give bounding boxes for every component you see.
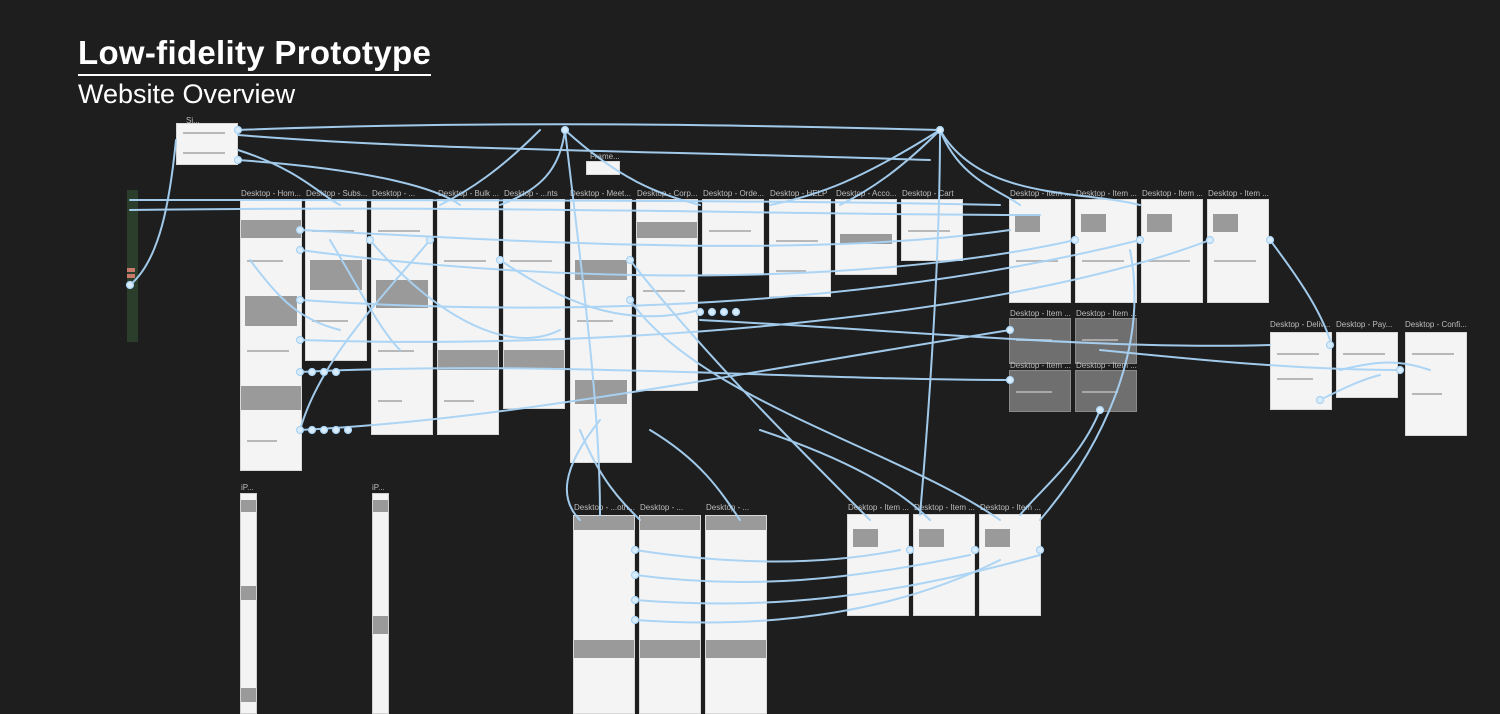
- frame-desktop-subs[interactable]: [305, 199, 367, 361]
- frame-desktop-confi[interactable]: [1405, 332, 1467, 436]
- frame-label: Desktop - Meet...: [570, 189, 631, 198]
- frame-label: Desktop - Orde...: [703, 189, 764, 198]
- frame-label: Desktop - Deliv...: [1270, 320, 1331, 329]
- frame-desktop-meet[interactable]: [570, 199, 632, 463]
- side-tag: [127, 268, 135, 272]
- frame-desktop-acco[interactable]: [835, 199, 897, 275]
- frame-small[interactable]: [586, 161, 620, 175]
- frame-label: iP...: [241, 483, 254, 492]
- frame-label: Desktop - ...: [372, 189, 416, 198]
- frame-label: Desktop - Item ...: [1208, 189, 1269, 198]
- frame-desktop-item-1[interactable]: [1009, 199, 1071, 303]
- frame-label: Desktop - Cart: [902, 189, 954, 198]
- frame-desktop-item-mid-2[interactable]: [1075, 318, 1137, 364]
- frame-desktop-pay[interactable]: [1336, 332, 1398, 398]
- frame-desktop-help[interactable]: [769, 199, 831, 297]
- frame-label: Desktop - Pay...: [1336, 320, 1393, 329]
- frame-label: Desktop - Confi...: [1405, 320, 1467, 329]
- frame-label: Desktop - Corp...: [637, 189, 698, 198]
- frame-label: Desktop - HELP: [770, 189, 828, 198]
- frame-desktop-item-mid-1[interactable]: [1009, 318, 1071, 364]
- frame-desktop-deliv[interactable]: [1270, 332, 1332, 410]
- frame-label: Desktop - Hom...: [241, 189, 302, 198]
- frame-desktop-item-mid-4[interactable]: [1075, 370, 1137, 412]
- frame-label: Desktop - Bulk ...: [438, 189, 499, 198]
- frame-label: Desktop - Item ...: [848, 503, 909, 512]
- frame-label: Desktop - Item ...: [1010, 189, 1071, 198]
- frame-desktop-item-4[interactable]: [1207, 199, 1269, 303]
- side-panel[interactable]: [127, 190, 138, 342]
- frame-label: Desktop - ...oth...: [574, 503, 635, 512]
- frame-desktop-item-b1[interactable]: [847, 514, 909, 616]
- frame-desktop-cart[interactable]: [901, 199, 963, 261]
- frame-label: iP...: [372, 483, 385, 492]
- page-subtitle: Website Overview: [78, 79, 296, 109]
- frame-desktop-both-3[interactable]: [705, 515, 767, 714]
- frame-iphone-1[interactable]: [240, 493, 257, 714]
- frame-label: Desktop - Item ...: [914, 503, 975, 512]
- frame-label: Si...: [186, 116, 200, 125]
- frame-label: Desktop - Item ...: [980, 503, 1041, 512]
- frame-desktop-bulk[interactable]: [437, 199, 499, 435]
- frame-iphone-2[interactable]: [372, 493, 389, 714]
- side-tag: [127, 274, 135, 278]
- frame-label: Desktop - Item ...: [1142, 189, 1203, 198]
- frame-label: Desktop - Acco...: [836, 189, 897, 198]
- frame-label: Desktop - Item ...: [1076, 189, 1137, 198]
- frame-desktop-item-2[interactable]: [1075, 199, 1137, 303]
- frame-desktop-ents[interactable]: [503, 199, 565, 409]
- frame-label: Desktop - ...: [706, 503, 750, 512]
- frame-desktop-item-3[interactable]: [1141, 199, 1203, 303]
- frame-desktop-home[interactable]: [240, 199, 302, 471]
- frame-nav-component[interactable]: [176, 123, 238, 165]
- frame-desktop-corp[interactable]: [636, 199, 698, 391]
- frame-desktop-orde[interactable]: [702, 199, 764, 275]
- frame-desktop-item-b3[interactable]: [979, 514, 1041, 616]
- frame-label: Desktop - ...: [640, 503, 684, 512]
- frame-label: Desktop - Subs...: [306, 189, 368, 198]
- frame-desktop-item-b2[interactable]: [913, 514, 975, 616]
- frame-desktop-3[interactable]: [371, 199, 433, 435]
- frame-desktop-item-mid-3[interactable]: [1009, 370, 1071, 412]
- page-title: Low-fidelity Prototype: [78, 34, 432, 76]
- frame-label: Desktop - ...nts: [504, 189, 558, 198]
- frame-desktop-both-1[interactable]: [573, 515, 635, 714]
- frame-desktop-both-2[interactable]: [639, 515, 701, 714]
